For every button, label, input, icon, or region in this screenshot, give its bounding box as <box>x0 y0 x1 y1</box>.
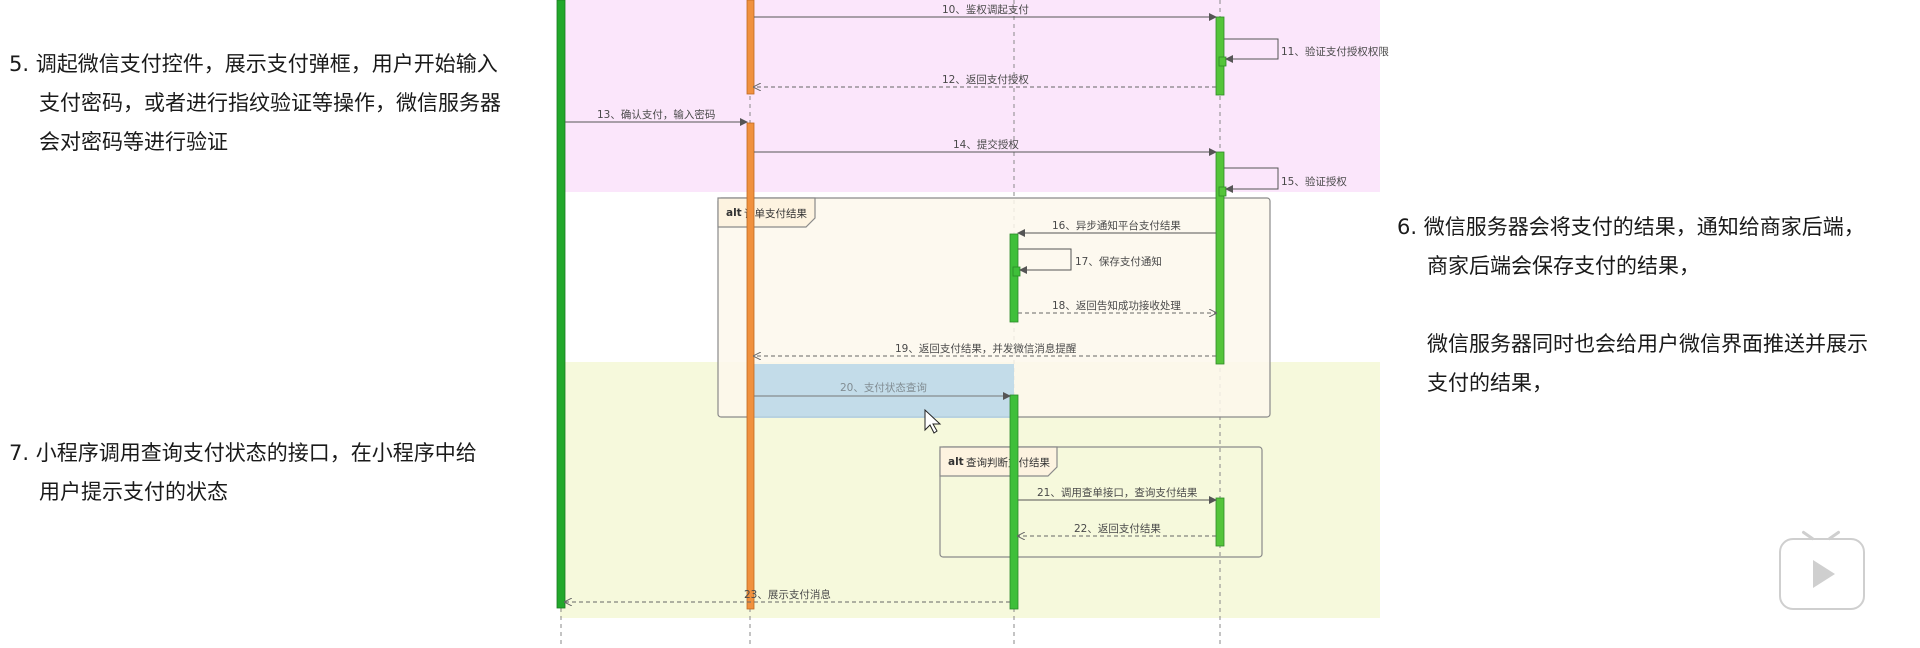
note-line: 商家后端会保存支付的结果， <box>1427 254 1700 278</box>
note-line: 会对密码等进行验证 <box>39 130 228 154</box>
alt-tab <box>717 197 816 228</box>
note-line: 5. 调起微信支付控件，展示支付弹框，用户开始输入 <box>9 52 498 76</box>
note-line: 支付的结果， <box>1427 371 1553 395</box>
activation-wechat <box>1215 151 1225 365</box>
alt-title: 查询判断支付结果 <box>966 456 1050 469</box>
step5-note: 5. 调起微信支付控件，展示支付弹框，用户开始输入 支付密码，或者进行指纹验证等… <box>9 45 501 162</box>
note-line: 6. 微信服务器会将支付的结果，通知给商家后端， <box>1397 215 1865 239</box>
message-label: 19、返回支付结果，并发微信消息提醒 <box>895 342 1077 355</box>
activation-merchant <box>1009 394 1019 610</box>
activation-user <box>556 0 566 609</box>
alt-keyword: alt <box>948 456 964 468</box>
activation-miniapp <box>746 122 755 610</box>
self-message-arrow <box>1224 38 1279 63</box>
alt-keyword: alt <box>726 207 742 219</box>
selection-highlight <box>752 364 1014 418</box>
note-line: 用户提示支付的状态 <box>39 480 228 504</box>
message-label: 12、返回支付授权 <box>942 73 1029 86</box>
message-label: 15、验证授权 <box>1281 175 1347 188</box>
self-message-arrow <box>1018 248 1072 274</box>
message-label: 18、返回告知成功接收处理 <box>1052 299 1181 312</box>
activation-nested <box>1218 56 1227 67</box>
alt-box-query-result <box>939 446 1263 558</box>
activation-merchant <box>1009 233 1019 323</box>
activation-wechat <box>1215 16 1225 96</box>
alt-tab <box>939 446 1058 477</box>
self-message-arrow <box>1224 167 1279 193</box>
message-label: 23、展示支付消息 <box>744 588 831 601</box>
note-line: 7. 小程序调用查询支付状态的接口，在小程序中给 <box>9 441 477 465</box>
message-label: 20、支付状态查询 <box>840 381 927 394</box>
alt-title: 订单支付结果 <box>744 207 807 220</box>
mouse-cursor-icon <box>924 408 942 434</box>
pink-band <box>560 0 1380 192</box>
message-label: 13、确认支付，输入密码 <box>597 108 715 121</box>
activation-miniapp <box>746 0 755 95</box>
note-line: 支付密码，或者进行指纹验证等操作，微信服务器 <box>39 91 501 115</box>
note-line: 微信服务器同时也会给用户微信界面推送并展示 <box>1427 332 1868 356</box>
step6-note: 6. 微信服务器会将支付的结果，通知给商家后端， 商家后端会保存支付的结果， 微… <box>1397 208 1868 403</box>
activation-wechat <box>1215 497 1225 547</box>
activation-nested <box>1012 266 1021 277</box>
message-label: 21、调用查单接口，查询支付结果 <box>1037 486 1198 499</box>
activation-nested <box>1218 186 1227 197</box>
message-label: 11、验证支付授权权限 <box>1281 45 1389 58</box>
message-label: 16、异步通知平台支付结果 <box>1052 219 1181 232</box>
message-label: 10、鉴权调起支付 <box>942 3 1029 16</box>
bilibili-play-icon[interactable] <box>1779 530 1865 610</box>
step7-note: 7. 小程序调用查询支付状态的接口，在小程序中给 用户提示支付的状态 <box>9 434 477 512</box>
message-label: 22、返回支付结果 <box>1074 522 1161 535</box>
message-label: 17、保存支付通知 <box>1075 255 1162 268</box>
play-triangle-icon <box>1813 560 1835 588</box>
message-label: 14、提交授权 <box>953 138 1019 151</box>
